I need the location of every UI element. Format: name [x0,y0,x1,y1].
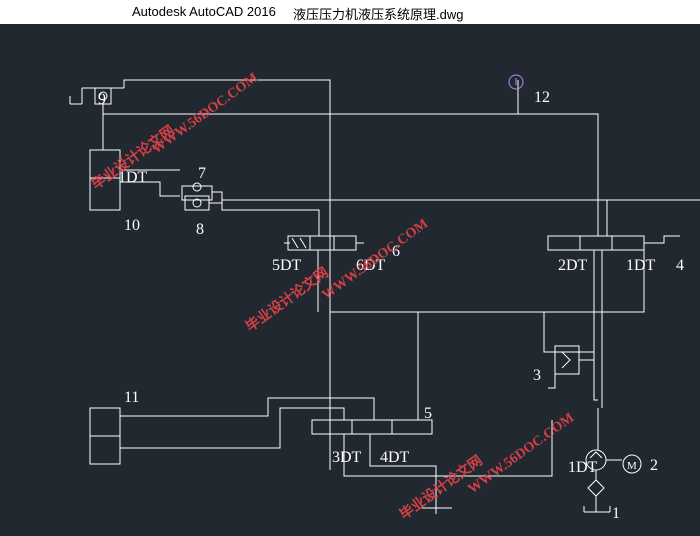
pipe-top [102,79,599,294]
relief-valve-3 [548,345,594,389]
title-bar: Autodesk AutoCAD 2016 液压压力机液压系统原理.dwg [0,0,700,24]
label-6dt: 6DT [356,257,386,274]
label-1: 1 [612,505,620,522]
label-5dt: 5DT [272,257,302,274]
label-7: 7 [198,165,206,182]
tank-symbol [69,87,124,105]
valve-7 [181,185,213,201]
motor-2 [606,454,642,474]
label-3: 3 [533,367,541,384]
label-11: 11 [124,389,139,406]
check-valve-9-ball [98,91,108,101]
label-3dt: 3DT [332,449,362,466]
label-4: 4 [676,257,684,274]
label-9: 9 [98,91,106,108]
watermark-url-2: WWW.56DOC.COM [320,216,432,303]
directional-valve-5 [311,419,433,435]
label-5: 5 [424,405,432,422]
label-2dt: 2DT [558,257,588,274]
label-4dt: 4DT [380,449,410,466]
cylinder-10 [89,149,121,211]
app-title: Autodesk AutoCAD 2016 [132,4,276,19]
directional-valve-4 [547,235,680,251]
label-1dt-pump: 1DT [568,459,598,476]
drawing-canvas[interactable]: 9 12 1DT 7 10 8 5DT 6DT 6 2DT 1DT 4 3 11… [0,24,700,536]
watermark-url-3: WWW.56DOC.COM [466,410,578,497]
directional-valve-6 [284,235,364,251]
pressure-gauge-12 [508,74,524,90]
file-title: 液压压力机液压系统原理.dwg [293,7,464,22]
motor-m-label: M [627,460,637,472]
label-6: 6 [392,243,400,260]
valve-8 [184,195,210,211]
label-1dt-valve4: 1DT [626,257,656,274]
label-8: 8 [196,221,204,238]
label-1dt-left: 1DT [118,169,148,186]
hydraulic-schematic [69,74,700,514]
label-10: 10 [124,217,140,234]
label-2: 2 [650,457,658,474]
label-12: 12 [534,89,550,106]
